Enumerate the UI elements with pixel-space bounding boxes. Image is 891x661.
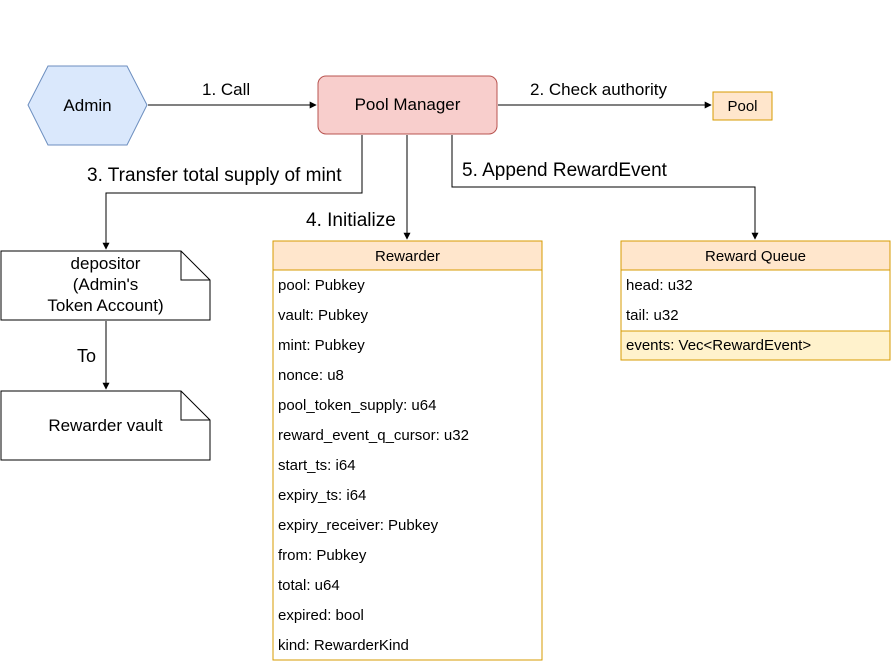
- rewarder-field: vault: Pubkey: [278, 307, 369, 324]
- edge-label-check-authority: 2. Check authority: [530, 80, 668, 99]
- depositor-node-label: depositor (Admin's Token Account): [1, 253, 210, 316]
- admin-node-label: Admin: [63, 95, 112, 115]
- edge-append: [451, 135, 759, 240]
- edge-label-call: 1. Call: [202, 80, 251, 99]
- depositor-label-line-1: depositor: [70, 254, 141, 273]
- depositor-label-line-3: Token Account): [47, 296, 164, 315]
- pool-node-shape: [712, 91, 773, 121]
- rewarder-class-box: [272, 240, 543, 661]
- reward-queue-class-header: [620, 240, 891, 271]
- rewarder-field: expiry_receiver: Pubkey: [278, 517, 439, 534]
- edge-transfer: [102, 135, 363, 250]
- rewarder-field: nonce: u8: [278, 367, 344, 384]
- rewarder-field: pool: Pubkey: [278, 277, 365, 294]
- edge-label-to: To: [77, 346, 97, 366]
- rewarder-field: expiry_ts: i64: [278, 487, 367, 504]
- reward-queue-field: events: Vec<RewardEvent>: [626, 337, 812, 354]
- pool-manager-node-label: Pool Manager: [354, 95, 461, 114]
- reward-queue-class-title: Reward Queue: [705, 247, 806, 265]
- pool-manager-node-shape: [317, 75, 498, 135]
- rewarder-vault-node-shape: [0, 390, 211, 461]
- admin-node-shape: [27, 65, 148, 146]
- rewarder-vault-node-label: Rewarder vault: [48, 416, 163, 435]
- rewarder-class-title: Rewarder: [374, 247, 441, 265]
- depositor-label-line-2: (Admin's: [72, 275, 139, 294]
- rewarder-field: total: u64: [278, 577, 340, 594]
- rewarder-field: reward_event_q_cursor: u32: [278, 427, 469, 444]
- reward-queue-events-row: [620, 330, 891, 361]
- depositor-node-shape: [0, 250, 211, 321]
- pool-node-label: Pool: [727, 97, 758, 115]
- rewarder-field: mint: Pubkey: [278, 337, 365, 354]
- rewarder-field: expired: bool: [278, 607, 364, 624]
- edge-label-append: 5. Append RewardEvent: [462, 160, 667, 181]
- rewarder-vault-note-fold: [180, 391, 210, 421]
- rewarder-field: from: Pubkey: [278, 547, 367, 564]
- edge-label-transfer: 3. Transfer total supply of mint: [87, 165, 342, 186]
- rewarder-class-header: [272, 240, 543, 271]
- rewarder-field: start_ts: i64: [278, 457, 356, 474]
- edge-label-initialize: 4. Initialize: [306, 210, 396, 231]
- reward-queue-field: head: u32: [626, 277, 693, 294]
- depositor-note-fold: [180, 251, 210, 281]
- rewarder-field: pool_token_supply: u64: [278, 397, 437, 414]
- reward-queue-field: tail: u32: [626, 307, 679, 324]
- rewarder-field: kind: RewarderKind: [278, 637, 409, 654]
